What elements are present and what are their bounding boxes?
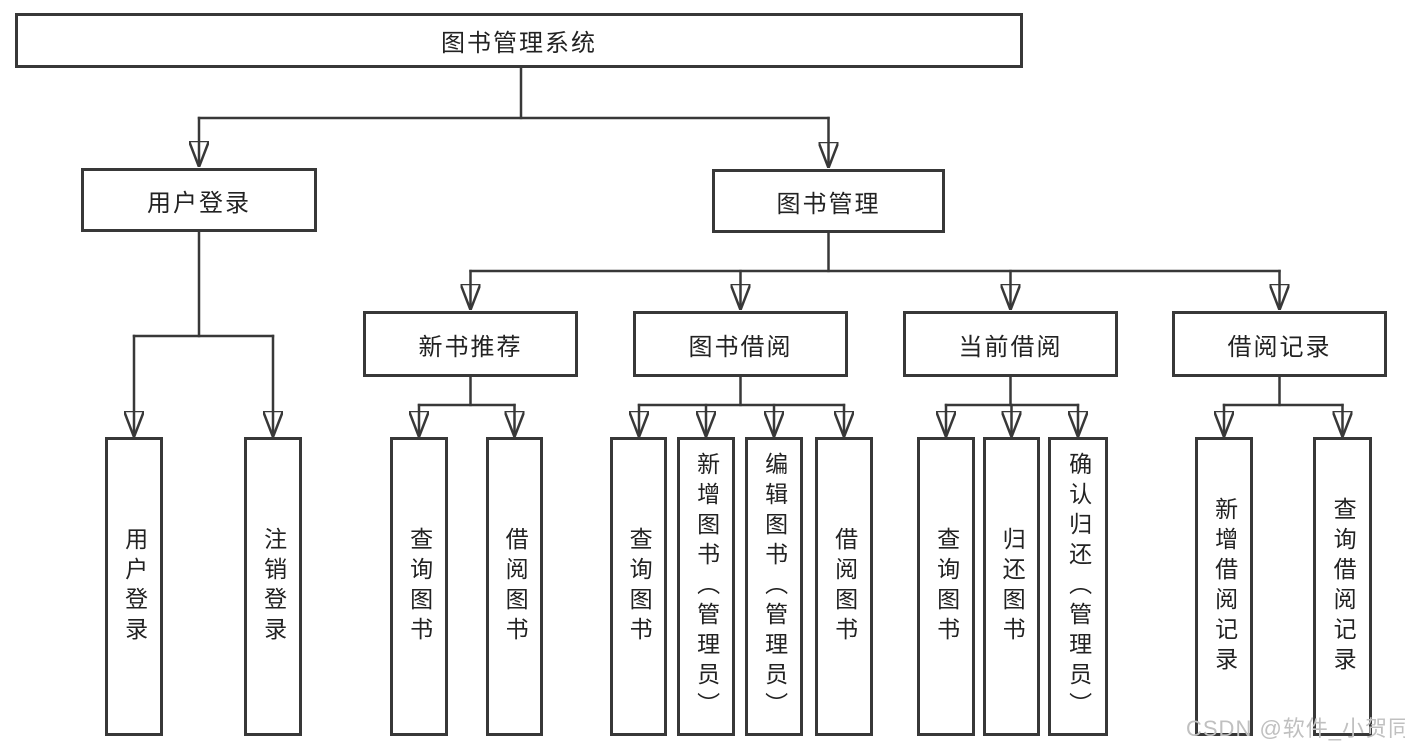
node-borrow-record: 借阅记录 — [1172, 311, 1387, 377]
leaf-current-query-book-label: 查询图书 — [933, 526, 960, 647]
leaf-recommend-borrow-book: 借阅图书 — [486, 437, 543, 736]
csdn-watermark: CSDN @软件_小贺同学 — [1186, 716, 1405, 741]
leaf-record-query-record: 查询借阅记录 — [1313, 437, 1372, 736]
node-user-login-label: 用户登录 — [147, 189, 251, 217]
node-new-book-recommend: 新书推荐 — [363, 311, 578, 377]
leaf-borrow-borrow-book-label: 借阅图书 — [831, 526, 858, 647]
leaf-current-confirm-return-admin-label: 确认归还（管理员） — [1065, 451, 1092, 722]
leaf-borrow-edit-book-admin-label: 编辑图书（管理员） — [761, 451, 788, 722]
node-current-borrow-label: 当前借阅 — [958, 333, 1063, 361]
leaf-recommend-query-book-label: 查询图书 — [406, 526, 433, 647]
leaf-borrow-edit-book-admin: 编辑图书（管理员） — [745, 437, 803, 736]
node-book-borrow-label: 图书借阅 — [688, 333, 793, 361]
leaf-borrow-add-book-admin: 新增图书（管理员） — [677, 437, 735, 736]
node-borrow-record-label: 借阅记录 — [1227, 333, 1332, 361]
leaf-borrow-borrow-book: 借阅图书 — [815, 437, 873, 736]
leaf-current-return-book-label: 归还图书 — [999, 526, 1026, 647]
node-user-login: 用户登录 — [81, 168, 317, 232]
leaf-logout: 注销登录 — [244, 437, 302, 736]
node-book-management: 图书管理 — [712, 169, 945, 233]
leaf-user-login: 用户登录 — [105, 437, 163, 736]
leaf-current-confirm-return-admin: 确认归还（管理员） — [1048, 437, 1108, 736]
node-book-borrow: 图书借阅 — [633, 311, 848, 377]
node-new-book-recommend-label: 新书推荐 — [418, 333, 523, 361]
leaf-user-login-label: 用户登录 — [121, 526, 148, 647]
leaf-recommend-query-book: 查询图书 — [390, 437, 448, 736]
leaf-record-query-record-label: 查询借阅记录 — [1330, 496, 1357, 677]
node-root-system: 图书管理系统 — [15, 13, 1023, 68]
leaf-borrow-query-book: 查询图书 — [610, 437, 667, 736]
node-root-label: 图书管理系统 — [441, 30, 597, 57]
leaf-borrow-add-book-admin-label: 新增图书（管理员） — [693, 451, 720, 722]
leaf-record-add-record: 新增借阅记录 — [1195, 437, 1253, 736]
node-current-borrow: 当前借阅 — [903, 311, 1118, 377]
leaf-current-return-book: 归还图书 — [983, 437, 1040, 736]
leaf-current-query-book: 查询图书 — [917, 437, 975, 736]
node-book-management-label: 图书管理 — [776, 190, 881, 218]
leaf-borrow-query-book-label: 查询图书 — [626, 526, 653, 647]
leaf-recommend-borrow-book-label: 借阅图书 — [502, 526, 529, 647]
leaf-record-add-record-label: 新增借阅记录 — [1211, 496, 1238, 677]
leaf-logout-label: 注销登录 — [260, 526, 287, 647]
